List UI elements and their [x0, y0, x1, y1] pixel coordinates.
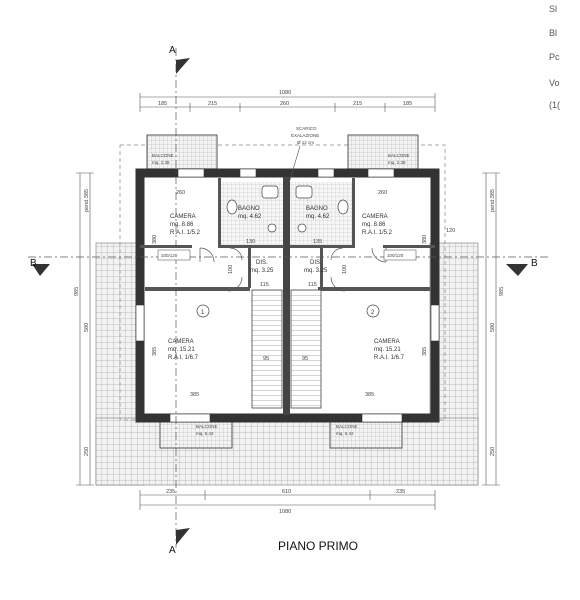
- unit-1-number: 1: [201, 310, 205, 316]
- side-text-2: Bl: [549, 28, 557, 38]
- camera-bottom-left-name: CAMERA: [168, 339, 194, 345]
- dim-right-overall: 985: [499, 287, 505, 296]
- balcone-top-left-name: BALCONE: [152, 153, 174, 158]
- dim-right-part-2: 120: [446, 228, 455, 234]
- side-text-3: Pc: [549, 52, 560, 62]
- camera-top-right-area: mq. 8.86: [362, 222, 386, 228]
- dim-bottom-room-h-right: 385: [422, 347, 428, 356]
- section-markers: [32, 58, 528, 545]
- dim-bottom-room-w-left: 385: [190, 392, 199, 398]
- section-lines: [28, 48, 548, 548]
- dim-top-part-3: 260: [280, 101, 289, 107]
- dim-bottom-room-h-left: 385: [152, 347, 158, 356]
- dim-right-part-3: 580: [490, 323, 496, 332]
- dim-top-part-2: 215: [208, 101, 217, 107]
- unit-2-circle: [366, 304, 380, 318]
- scarico-leader: [289, 145, 301, 181]
- dim-bottom-overall: 1080: [279, 509, 291, 515]
- section-b-right-label: B: [531, 258, 538, 269]
- exterior-wall: [135, 168, 440, 423]
- dim-top-part-5: 185: [403, 101, 412, 107]
- camera-bottom-right-name: CAMERA: [374, 339, 400, 345]
- camera-bottom-right-area: mq. 15.21: [374, 347, 401, 353]
- dim-dis-h-left: 100: [228, 265, 234, 274]
- section-a-bottom-label: A: [169, 545, 176, 556]
- dim-bottom-part-3: 235: [396, 489, 405, 495]
- scarico-line-2: EXALAZIONE: [291, 133, 319, 138]
- bagno-right-name: BAGNO: [306, 206, 328, 212]
- side-text-5: (1(: [549, 100, 560, 110]
- balcone-bottom-right-name: BALCONE: [336, 424, 358, 429]
- scarico-line-1: SCARICO: [296, 126, 317, 131]
- balcone-top-right-area: mq. 2.38: [388, 160, 406, 165]
- camera-bottom-right-ra: R.A.I. 1/6.7: [374, 355, 405, 361]
- dim-top-part-4: 215: [353, 101, 362, 107]
- dis-left-area: mq. 3.25: [250, 268, 274, 274]
- window-tag-right-box: [383, 249, 417, 261]
- dim-right-part-4: 250: [490, 447, 496, 456]
- dim-room-h-right: 380: [422, 235, 428, 244]
- dim-stair-right: 95: [302, 356, 308, 362]
- dim-bath-inner-left: 130: [246, 239, 255, 245]
- party-wall: [283, 177, 290, 415]
- dimension-lines: [76, 93, 500, 510]
- dim-top-overall: 1080: [279, 90, 291, 96]
- dim-bottom-part-1: 235: [166, 489, 175, 495]
- bagno-left-area: mq. 4.62: [238, 214, 262, 220]
- camera-top-right-name: CAMERA: [362, 214, 388, 220]
- dim-stair-left: 95: [263, 356, 269, 362]
- unit-2-number: 2: [371, 310, 375, 316]
- balcone-bottom-left-area: mq. 5.42: [196, 431, 214, 436]
- dim-left-overall: 985: [74, 287, 80, 296]
- eaves-outline: [119, 144, 446, 421]
- balcone-top-left-area: mq. 2.38: [152, 160, 170, 165]
- dim-top-room-left: 260: [176, 190, 185, 196]
- balcone-bottom-right-area: mq. 5.42: [336, 431, 354, 436]
- dim-dis-h-right: 100: [342, 265, 348, 274]
- bath-fixtures: [226, 185, 349, 233]
- camera-top-left-area: mq. 8.86: [170, 222, 194, 228]
- roof-bottom: [95, 417, 479, 486]
- scarico-line-3: Ø 12 cm: [297, 140, 314, 145]
- camera-top-right-ra: R.A.I. 1/5.2: [362, 230, 393, 236]
- unit-1-circle: [196, 304, 210, 318]
- bagno-right-area: mq. 4.62: [306, 214, 330, 220]
- interior-walls: [140, 178, 435, 291]
- dim-bath-inner-right: 135: [313, 239, 322, 245]
- window-tag-right: 100/120: [387, 253, 404, 258]
- stairs-right: [290, 289, 322, 409]
- stairs-left: [251, 289, 283, 409]
- window-tag-left: 100/120: [161, 253, 178, 258]
- plan-title: PIANO PRIMO: [278, 539, 358, 553]
- dim-right-part-1: pend.385: [490, 189, 496, 212]
- dim-top-part-1: 185: [158, 101, 167, 107]
- camera-top-left-ra: R.A.I. 1/5.2: [170, 230, 201, 236]
- section-a-top-label: A: [169, 45, 176, 56]
- bagno-left-name: BAGNO: [238, 206, 260, 212]
- camera-bottom-left-area: mq. 15.21: [168, 347, 195, 353]
- dim-left-part-1: pend.385: [84, 189, 90, 212]
- dis-left-name: DIS.: [256, 260, 268, 266]
- dim-dis-w-left: 115: [260, 282, 269, 288]
- side-text-1: Sl: [549, 4, 557, 14]
- dis-right-area: mq. 3.25: [304, 268, 328, 274]
- dim-left-part-2: 580: [84, 323, 90, 332]
- dim-left-part-3: 250: [84, 447, 90, 456]
- dis-right-name: DIS.: [310, 260, 322, 266]
- dim-dis-w-right: 115: [308, 282, 317, 288]
- camera-bottom-left-ra: R.A.I. 1/6.7: [168, 355, 199, 361]
- camera-top-left-name: CAMERA: [170, 214, 196, 220]
- section-b-left-label: B: [30, 258, 37, 269]
- balcone-top-right-name: BALCONE: [388, 153, 410, 158]
- dim-top-room-right: 260: [378, 190, 387, 196]
- windows: [135, 168, 440, 423]
- dim-bottom-room-w-right: 385: [365, 392, 374, 398]
- dim-room-h-left: 380: [152, 235, 158, 244]
- window-tag-left-box: [157, 249, 191, 261]
- dim-bottom-part-2: 610: [282, 489, 291, 495]
- side-text-4: Vo: [549, 78, 560, 88]
- balcone-bottom-left-name: BALCONE: [196, 424, 218, 429]
